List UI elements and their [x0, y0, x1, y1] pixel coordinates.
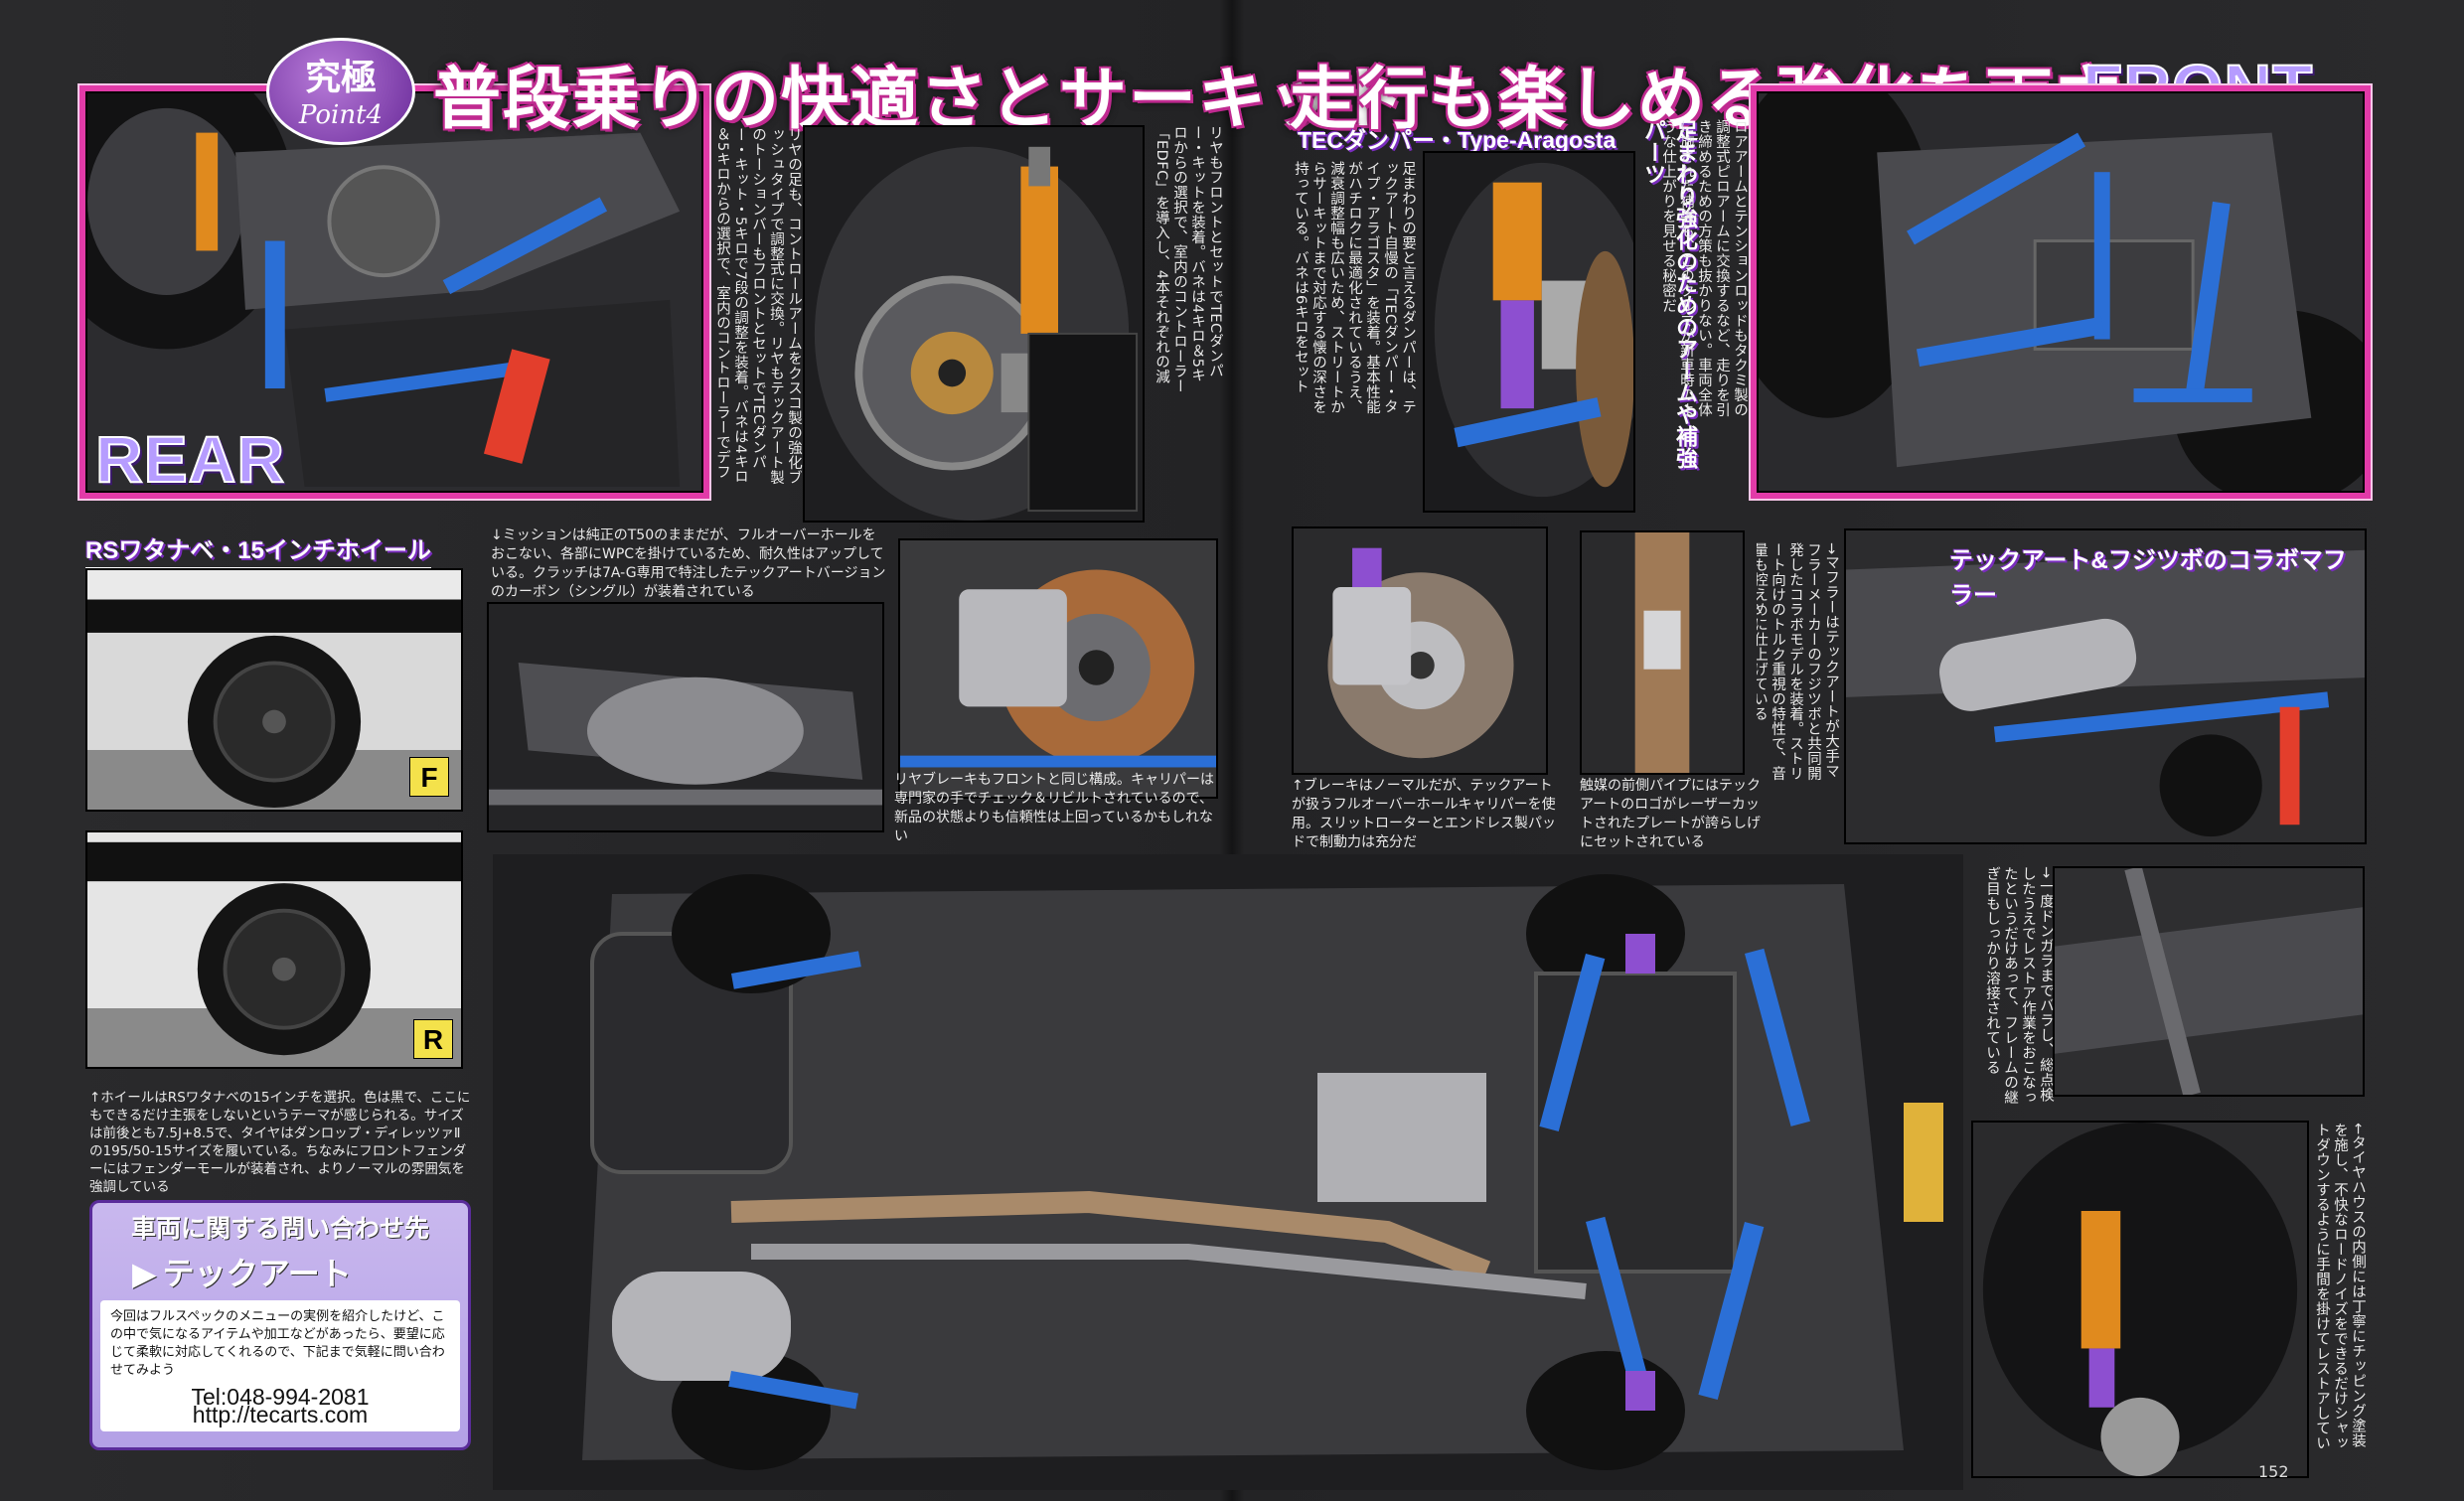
contact-body-panel: 今回はフルスペックのメニューの実例を紹介したけど、この中で気になるアイテムや加工… [100, 1300, 460, 1431]
front-pipe-caption: 触媒の前側パイプにはテックアートのロゴがレーザーカットされたプレートが誇らしげに… [1580, 778, 1761, 850]
tire-house-caption: ←タイヤハウスの内側には丁寧にチッピング塗装を施し、不快なロードノイズをできるだ… [2311, 1123, 2366, 1450]
rear-brake-caption: リヤブレーキもフロントと同じ構成。キャリパーは専門家の手でチェック＆リビルトされ… [894, 772, 1214, 844]
point-badge: 究極 Point4 [266, 38, 415, 145]
rear-brake-photo [803, 125, 1145, 523]
contact-name: テックアート [162, 1255, 352, 1292]
rear-body-text-2: リヤもフロントとセットでTECダンパー・キットを装着。バネは4キロ＆5キロからの… [1154, 125, 1223, 393]
mission-caption: ↓ミッションは純正のT50のままだが、フルオーバーホールをおこない、各部にWPC… [491, 527, 886, 600]
front-photo-frame [1751, 85, 2371, 499]
wheel-subhead: RSワタナベ・15インチホイール [85, 530, 432, 570]
rear-caliper-photo [898, 538, 1218, 799]
badge-line2: Point4 [298, 100, 384, 130]
front-damper-body: 足まわりの要と言えるダンパーは、テックアート自慢の「TECダンパー・タイプ・アラ… [1293, 161, 1416, 414]
muffler-caption: →マフラーはテックアートが大手マフラーメーカーのフジツボと共同開発したコラボモデ… [1757, 542, 1839, 781]
frame-caption: →一度ドンガラまでバラし、総点検したうえでレストア作業をおこなったというだけあっ… [1984, 866, 2054, 1105]
rear-suspension-photo [85, 91, 703, 493]
front-coilover-photo [1423, 151, 1635, 513]
contact-heading: 車両に関する問い合わせ先 [130, 1214, 429, 1243]
rear-body-text: リヤの足も、コントロールアームをクスコ製の強化ブッシュタイプで調整式に交換。リヤ… [714, 127, 802, 485]
frame-weld-photo [2053, 866, 2365, 1097]
front-wheel-letter: F [409, 757, 449, 797]
rear-label: REAR [94, 421, 286, 497]
front-brake-photo [1292, 526, 1548, 775]
badge-line1: 究極 [304, 57, 377, 98]
rear-wheel-letter: R [413, 1019, 453, 1059]
muffler-photo: テックアート&フジツボのコラボマフラー [1844, 528, 2367, 844]
rear-wheel-photo: R [85, 830, 463, 1069]
front-arm-subhead: 足まわり強化のためのアームや補強パーツ [1641, 119, 1698, 469]
contact-box: 車両に関する問い合わせ先 ▶テックアート 今回はフルスペックのメニューの実例を紹… [89, 1200, 471, 1450]
contact-name-row: ▶テックアート [132, 1249, 468, 1294]
front-damper-subhead: TECダンパー・Type-Aragosta [1298, 127, 1617, 153]
front-pipe-photo [1580, 530, 1745, 775]
triangle-icon: ▶ [132, 1255, 157, 1292]
mission-photo [487, 602, 884, 832]
page-number: 152 [2258, 1462, 2289, 1481]
tire-house-photo [1971, 1121, 2309, 1478]
front-arm-body: ロアアームとテンションロッドもタクミ製の調整式ピロアームに交換するなど、走りを引… [1663, 119, 1748, 417]
front-brake-caption: ↑ブレーキはノーマルだが、テックアートが扱うフルオーバーホールキャリパーを使用。… [1292, 778, 1556, 850]
underbody-photo [493, 854, 1963, 1490]
muffler-subhead: テックアート&フジツボのコラボマフラー [1949, 547, 2347, 609]
contact-tel: Tel:048-994-2081 [191, 1384, 370, 1410]
front-suspension-photo [1757, 91, 2365, 493]
contact-body: 今回はフルスペックのメニューの実例を紹介したけど、この中で気になるアイテムや加工… [110, 1309, 445, 1378]
contact-url[interactable]: http://tecarts.com [192, 1402, 369, 1427]
wheel-caption: ↑ホイールはRSワタナベの15インチを選択。色は黒で、ここにもできるだけ主張をし… [89, 1090, 471, 1195]
front-wheel-photo: F [85, 568, 463, 812]
